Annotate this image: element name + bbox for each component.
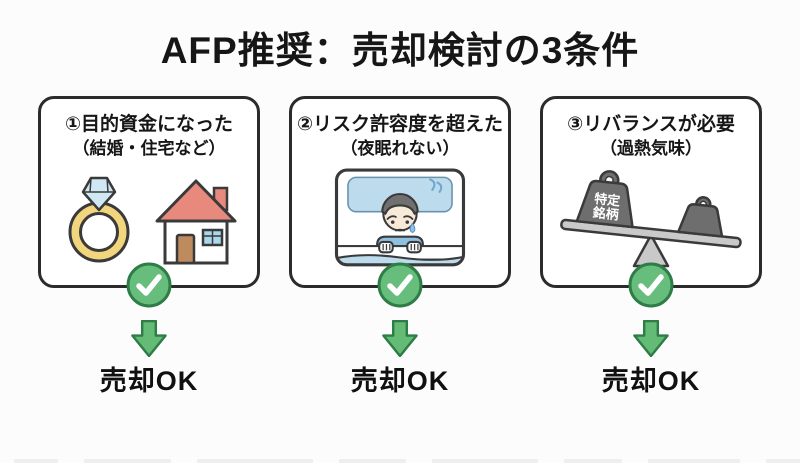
- check-circle-icon: [125, 261, 173, 309]
- conditions-row: ①目的資金になった （結婚・住宅など）: [0, 96, 800, 398]
- sell-ok-label-1: 売却OK: [99, 366, 199, 396]
- condition-column-3: ③リバランスが必要 （過熱気味） 特定 銘柄: [540, 96, 762, 398]
- check-circle-icon: [627, 261, 675, 309]
- down-arrow-icon: [631, 319, 671, 358]
- page-title: AFP推奨：売却検討の3条件: [160, 30, 640, 71]
- condition-column-1: ①目的資金になった （結婚・住宅など）: [38, 96, 260, 398]
- weight-label-line1: 特定: [593, 190, 620, 208]
- check-circle-icon: [376, 261, 424, 309]
- condition-2-title: ②リスク許容度を超えた: [296, 114, 504, 135]
- sell-ok-label-3: 売却OK: [601, 366, 701, 396]
- house-icon: [155, 179, 236, 265]
- balance-scale-icon: 特定 銘柄: [559, 169, 742, 267]
- condition-3-heading: ③リバランスが必要 （過熱気味）: [543, 112, 759, 161]
- weight-label-line2: 銘柄: [592, 204, 619, 222]
- condition-box-2: ②リスク許容度を超えた （夜眠れない）: [289, 96, 511, 308]
- condition-1-title: ①目的資金になった: [64, 114, 234, 135]
- condition-box-1: ①目的資金になった （結婚・住宅など）: [38, 96, 260, 308]
- ring-icon: [68, 176, 129, 263]
- cropped-next-slide-text-artifact: [0, 457, 800, 463]
- condition-2-heading: ②リスク許容度を超えた （夜眠れない）: [292, 112, 508, 161]
- condition-3-title: ③リバランスが必要: [567, 114, 735, 135]
- infographic-canvas: AFP推奨：売却検討の3条件 ①目的資金になった （結婚・住宅など）: [0, 26, 800, 463]
- condition-box-3: ③リバランスが必要 （過熱気味） 特定 銘柄: [540, 96, 762, 308]
- down-arrow-icon: [380, 319, 420, 358]
- sell-ok-label-2: 売却OK: [350, 366, 450, 396]
- condition-2-illustration: [292, 161, 508, 277]
- condition-3-illustration: 特定 銘柄: [543, 161, 759, 277]
- ring-and-house-icon: [68, 176, 236, 265]
- condition-2-subtitle: （夜眠れない）: [340, 138, 460, 158]
- down-arrow-icon: [129, 319, 169, 358]
- person-in-bed-icon: [334, 168, 466, 267]
- condition-3-subtitle: （過熱気味）: [600, 138, 702, 158]
- condition-1-subtitle: （結婚・住宅など）: [72, 138, 226, 158]
- condition-column-2: ②リスク許容度を超えた （夜眠れない）: [289, 96, 511, 398]
- condition-1-illustration: [41, 161, 257, 277]
- condition-1-heading: ①目的資金になった （結婚・住宅など）: [41, 112, 257, 161]
